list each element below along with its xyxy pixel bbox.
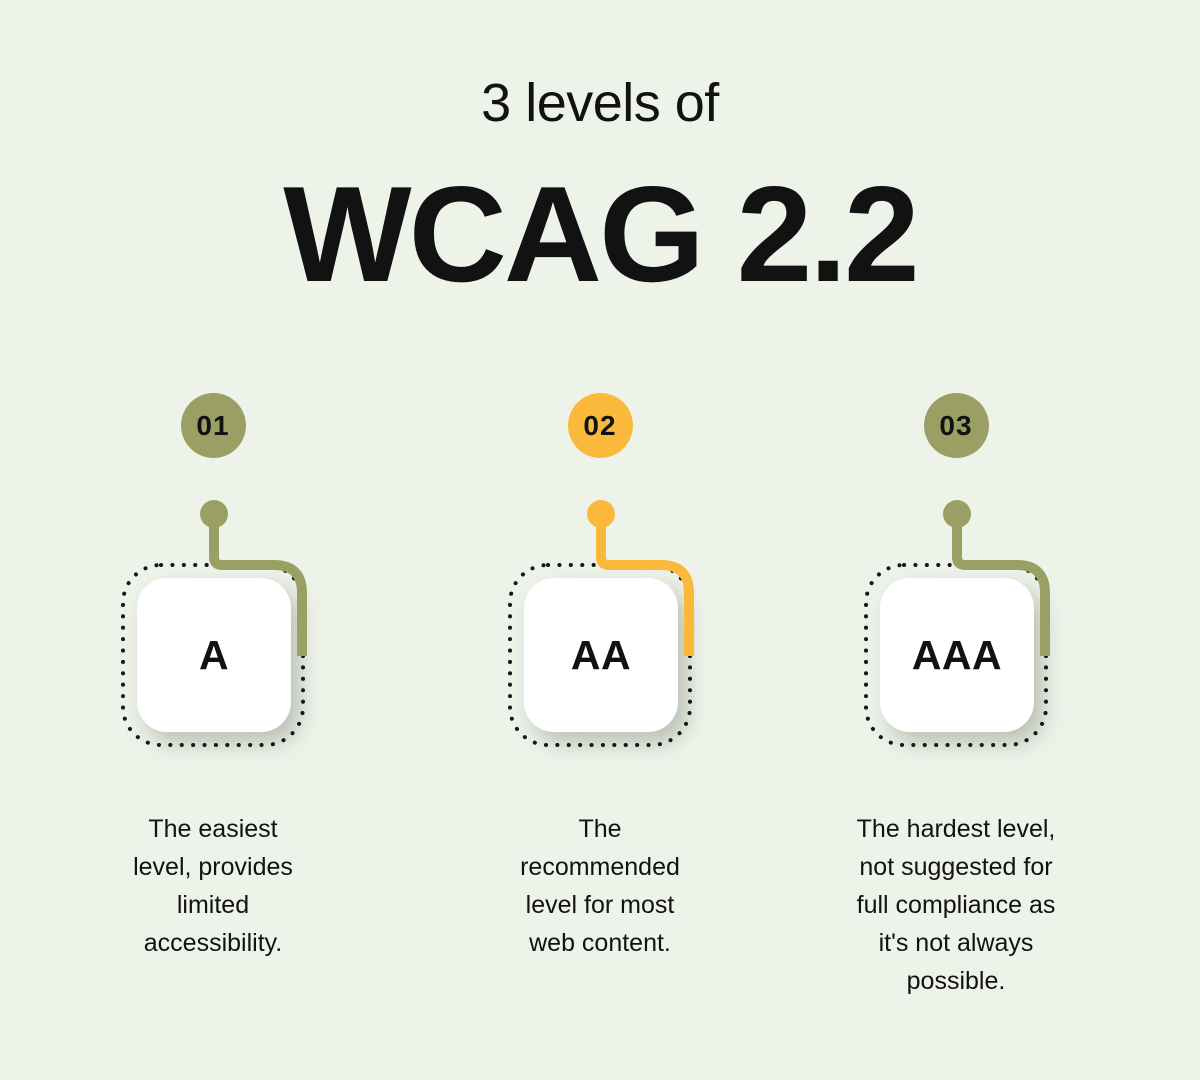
step-badge-01: 01 — [180, 393, 246, 458]
step-number: 03 — [939, 409, 973, 441]
level-column-aaa: 03 AAA The hardest level, not suggested … — [786, 393, 1126, 1000]
level-label: AAA — [911, 631, 1003, 678]
level-description: The easiest level, provides limited acce… — [133, 815, 293, 957]
level-label: AA — [570, 631, 632, 678]
step-badge-02: 02 — [567, 393, 633, 458]
level-card-aaa: AAA — [880, 578, 1034, 732]
header: 3 levels of WCAG 2.2 — [0, 0, 1200, 302]
step-badge-03: 03 — [923, 393, 989, 458]
step-number: 01 — [196, 409, 230, 441]
level-description: The recommended level for most web conte… — [520, 815, 680, 957]
level-column-a: 01 A The easiest level, provides limited… — [43, 393, 383, 962]
level-graphic-a: A — [93, 500, 333, 760]
level-graphic-aa: AA — [480, 500, 720, 760]
connector-dot-icon — [200, 500, 228, 528]
level-label: A — [198, 631, 230, 678]
level-column-aa: 02 AA The recommended level for most web… — [430, 393, 770, 962]
page-subtitle: 3 levels of — [481, 73, 719, 133]
level-description: The hardest level, not suggested for ful… — [856, 815, 1056, 995]
level-card-aa: AA — [524, 578, 678, 732]
page-title: WCAG 2.2 — [283, 158, 919, 310]
connector-dot-icon — [587, 500, 615, 528]
connector-dot-icon — [943, 500, 971, 528]
step-number: 02 — [583, 409, 617, 441]
levels-row: 01 A The easiest level, provides limited… — [0, 393, 1200, 1013]
level-card-a: A — [137, 578, 291, 732]
level-graphic-aaa: AAA — [836, 500, 1076, 760]
